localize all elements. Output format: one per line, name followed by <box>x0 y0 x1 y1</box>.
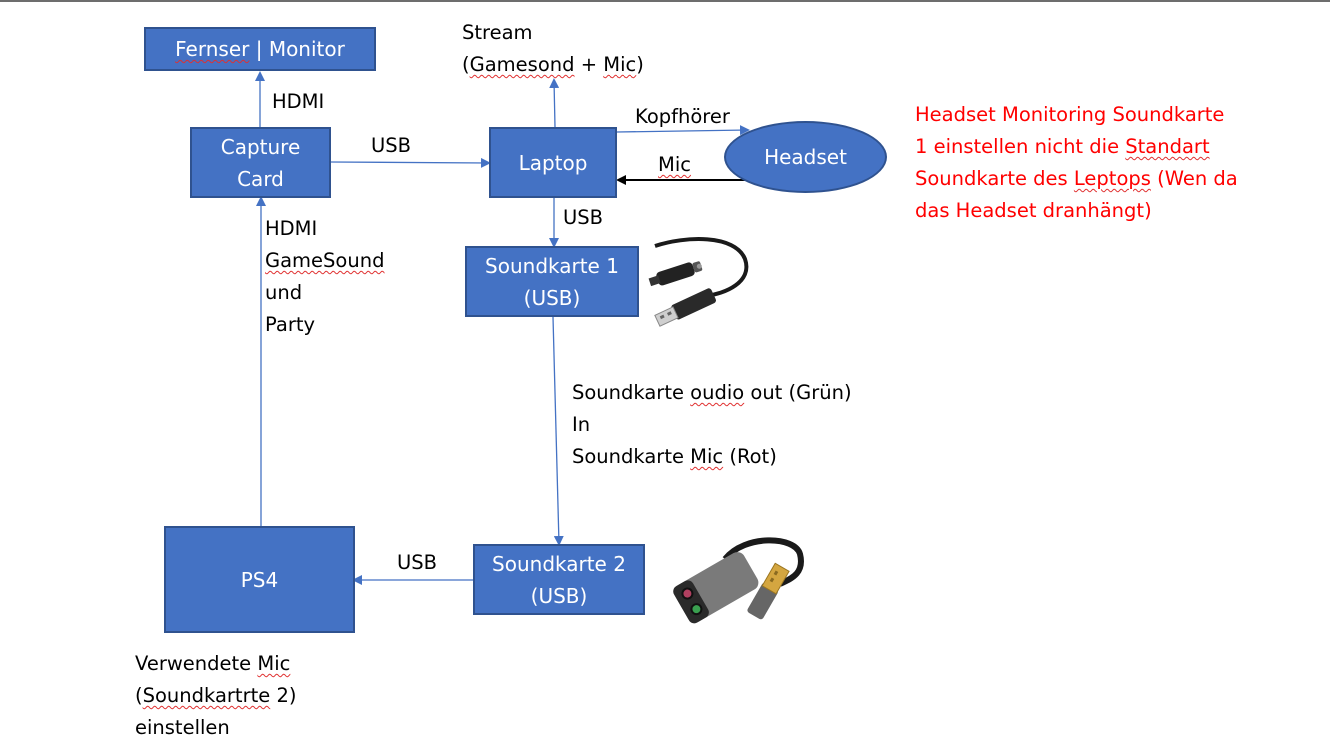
note-ps4-line2: (Soundkartrte 2) <box>135 684 297 707</box>
edge-soundcard1-to-soundcard2 <box>552 316 564 546</box>
label-hdmi-gamesound: HDMI GameSound und Party <box>265 213 384 341</box>
label-stream-line2: (Gamesond + Mic) <box>462 53 644 76</box>
usb-sound-card-dongle-icon <box>673 537 804 624</box>
monitor-label-part1: Fernser <box>175 37 250 61</box>
edge-laptop-to-headset <box>616 125 750 136</box>
label-hdmi-monitor: HDMI <box>272 90 325 113</box>
node-capture-card[interactable]: Capture Card <box>190 127 331 198</box>
label-usb-soundcard2-ps4: USB <box>397 551 438 574</box>
note-ps4-mic: Verwendete Mic (Soundkartrte 2) einstell… <box>135 648 296 744</box>
node-ps4[interactable]: PS4 <box>164 526 355 633</box>
label-soundcard-routing: Soundkarte oudio out (Grün) In Soundkart… <box>572 377 852 473</box>
capture-card-line2: Card <box>237 166 284 191</box>
capture-card-line1: Capture <box>220 134 301 159</box>
node-laptop[interactable]: Laptop <box>489 127 617 198</box>
soundcard2-line2: (USB) <box>530 583 588 608</box>
edge-capture-to-laptop <box>330 157 491 168</box>
monitor-label-part2: | Monitor <box>249 37 345 61</box>
laptop-label: Laptop <box>518 150 588 175</box>
label-usb-capture-laptop: USB <box>371 134 412 157</box>
node-soundcard1[interactable]: Soundkarte 1 (USB) <box>465 246 639 317</box>
label-mic: Mic <box>658 149 691 181</box>
label-stream-line1: Stream <box>462 21 533 44</box>
note-line1: Headset Monitoring Soundkarte <box>915 103 1225 126</box>
soundcard1-line1: Soundkarte 1 <box>485 253 619 278</box>
label-stream: Stream (Gamesond + Mic) <box>462 17 644 81</box>
node-soundcard2[interactable]: Soundkarte 2 (USB) <box>473 544 645 615</box>
ps4-label: PS4 <box>240 567 279 592</box>
label-soundcard-routing-line1: Soundkarte oudio out (Grün) <box>572 381 852 404</box>
node-monitor[interactable]: Fernser | Monitor <box>144 27 376 71</box>
label-kopfhoerer: Kopfhörer <box>635 105 730 128</box>
label-hdmi-gamesound-line3: und <box>265 281 303 304</box>
label-soundcard-routing-line2: In <box>572 413 591 436</box>
note-ps4-line1: Verwendete Mic <box>135 652 291 675</box>
monitor-label: Fernser | Monitor <box>175 33 345 65</box>
soundcard1-line2: (USB) <box>523 285 581 310</box>
note-line4: das Headset dranhängt) <box>915 199 1152 222</box>
top-border <box>0 0 1330 2</box>
note-headset-monitoring: Headset Monitoring Soundkarte 1 einstell… <box>915 99 1238 227</box>
headset-label: Headset <box>764 145 847 169</box>
edge-laptop-to-stream <box>549 78 560 128</box>
note-line2: 1 einstellen nicht die Standart <box>915 135 1210 158</box>
note-ps4-line3: einstellen <box>135 716 230 739</box>
soundcard2-line1: Soundkarte 2 <box>492 551 626 576</box>
label-hdmi-gamesound-line1: HDMI <box>265 217 318 240</box>
label-hdmi-gamesound-line2: GameSound <box>265 249 385 272</box>
label-soundcard-routing-line3: Soundkarte Mic (Rot) <box>572 445 777 468</box>
label-hdmi-gamesound-line4: Party <box>265 313 316 336</box>
label-usb-laptop-soundcard1: USB <box>563 206 604 229</box>
node-headset[interactable]: Headset <box>724 121 887 193</box>
note-line3: Soundkarte des Leptops (Wen da <box>915 167 1238 190</box>
label-mic-text: Mic <box>658 153 691 176</box>
usb-audio-adapter-cable-icon <box>648 237 749 327</box>
